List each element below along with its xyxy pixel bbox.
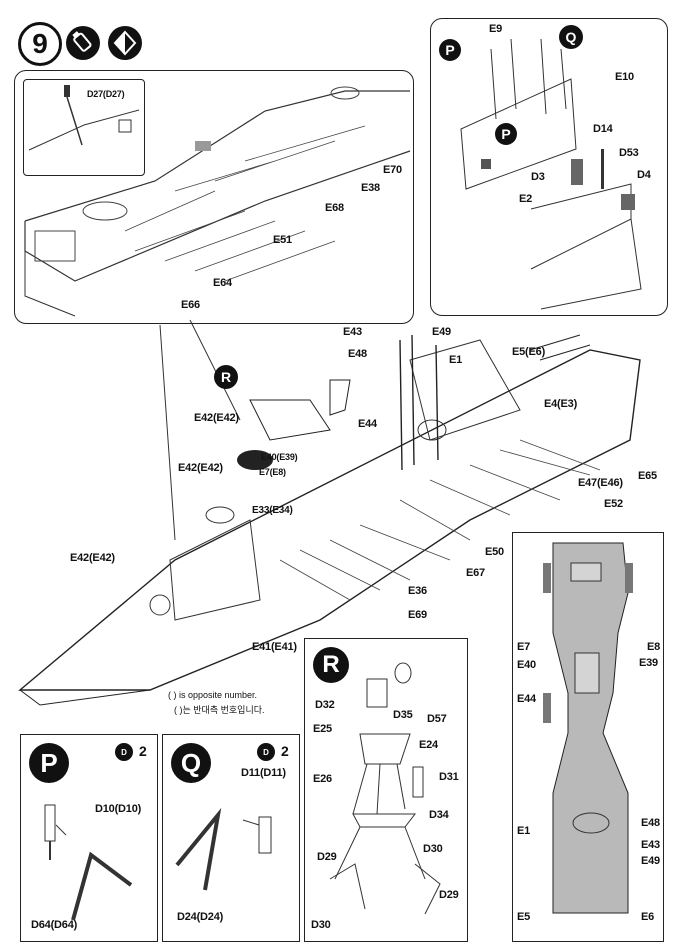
label-e10: E10 xyxy=(615,71,634,83)
label-e66: E66 xyxy=(181,299,200,311)
decal-sheet-icon: D xyxy=(257,743,275,761)
label-e5e6: E5(E6) xyxy=(512,346,546,358)
label-d30-a: D30 xyxy=(423,843,443,855)
label-d64: D64(D64) xyxy=(31,919,78,931)
label-e38: E38 xyxy=(361,182,380,194)
deck-label-e8: E8 xyxy=(647,641,661,653)
label-d4: D4 xyxy=(637,169,651,181)
quantity-q: 2 xyxy=(281,743,289,759)
label-e4e3: E4(E3) xyxy=(544,398,578,410)
label-e26: E26 xyxy=(313,773,332,785)
label-e44: E44 xyxy=(358,418,377,430)
label-d31: D31 xyxy=(439,771,459,783)
inset-q: Q D 2 D11(D11) D24(D24) xyxy=(162,734,300,942)
paint-icon xyxy=(108,26,142,60)
deck-plan-drawing xyxy=(543,542,633,914)
label-e40e39: E40(E39) xyxy=(261,452,298,462)
label-d53: D53 xyxy=(619,147,639,159)
callout-q-title: Q xyxy=(171,743,211,783)
callout-q-top: Q xyxy=(559,25,583,49)
inset-superstructure: D27(D27) E70 E38 E68 E51 E64 E66 xyxy=(14,70,414,324)
label-e69: E69 xyxy=(408,609,427,621)
label-e51: E51 xyxy=(273,234,292,246)
callout-p-mid: P xyxy=(495,123,517,145)
label-e9: E9 xyxy=(489,23,503,35)
callout-p-top: P xyxy=(439,39,461,61)
part-q-drawing xyxy=(175,807,272,891)
label-e36: E36 xyxy=(408,585,427,597)
label-e52: E52 xyxy=(604,498,623,510)
step-number: 9 xyxy=(18,22,62,66)
label-e24: E24 xyxy=(419,739,438,751)
deck-label-e6: E6 xyxy=(641,911,655,923)
bridge-drawing xyxy=(460,38,642,310)
legend-english: ( ) is opposite number. xyxy=(168,690,258,700)
label-e70: E70 xyxy=(383,164,402,176)
label-e7e8: E7(E8) xyxy=(259,467,286,477)
inset-r-radar: R D32 D35 D57 E25 E24 E26 D31 D34 D29 D3… xyxy=(304,638,468,942)
inset-p: P D 2 D10(D10) D64(D64) xyxy=(20,734,158,942)
deck-label-e49: E49 xyxy=(641,855,660,867)
label-d10: D10(D10) xyxy=(95,803,142,815)
detail-box-d27 xyxy=(23,79,145,176)
label-e47e46: E47(E46) xyxy=(578,477,623,489)
label-e49: E49 xyxy=(432,326,451,338)
label-d30-b: D30 xyxy=(311,919,331,931)
callout-r-title: R xyxy=(313,647,349,683)
label-e43: E43 xyxy=(343,326,362,338)
deck-label-e43: E43 xyxy=(641,839,660,851)
label-e41e41: E41(E41) xyxy=(252,641,297,653)
label-d14: D14 xyxy=(593,123,613,135)
label-d27: D27(D27) xyxy=(87,89,125,99)
label-e42-b: E42(E42) xyxy=(178,462,223,474)
label-e33e34: E33(E34) xyxy=(252,505,293,516)
callout-p-title: P xyxy=(29,743,69,783)
deck-label-e5: E5 xyxy=(517,911,531,923)
label-e42-a: E42(E42) xyxy=(194,412,239,424)
label-d57: D57 xyxy=(427,713,447,725)
label-e50: E50 xyxy=(485,546,504,558)
deck-label-e48: E48 xyxy=(641,817,660,829)
part-p-drawing xyxy=(44,804,133,921)
quantity-p: 2 xyxy=(139,743,147,759)
label-e67: E67 xyxy=(466,567,485,579)
deck-label-e44: E44 xyxy=(517,693,536,705)
label-d24: D24(D24) xyxy=(177,911,224,923)
label-e2: E2 xyxy=(519,193,533,205)
label-e65: E65 xyxy=(638,470,657,482)
label-d32: D32 xyxy=(315,699,335,711)
label-d29-b: D29 xyxy=(439,889,459,901)
label-d34: D34 xyxy=(429,809,449,821)
deck-label-e39: E39 xyxy=(639,657,658,669)
label-e68: E68 xyxy=(325,202,344,214)
deck-label-e40: E40 xyxy=(517,659,536,671)
deck-label-e7: E7 xyxy=(517,641,531,653)
label-d11: D11(D11) xyxy=(241,767,286,779)
label-d3: D3 xyxy=(531,171,545,183)
label-e1: E1 xyxy=(449,354,463,366)
inset-deck-plan: E7 E8 E40 E39 E44 E1 E48 E43 E49 E5 E6 xyxy=(512,532,664,942)
label-e25: E25 xyxy=(313,723,332,735)
decal-sheet-icon: D xyxy=(115,743,133,761)
deck-label-e1: E1 xyxy=(517,825,531,837)
glue-icon xyxy=(66,26,100,60)
label-e42-c: E42(E42) xyxy=(70,552,115,564)
label-d29-a: D29 xyxy=(317,851,337,863)
legend-korean: ( )는 반대측 번호입니다. xyxy=(174,705,265,715)
callout-r: R xyxy=(214,365,238,389)
inset-bridge: P Q P E9 E10 D14 D53 D3 D4 E2 xyxy=(430,18,668,316)
label-e64: E64 xyxy=(213,277,232,289)
radar-mast-drawing xyxy=(329,662,441,915)
label-e48: E48 xyxy=(348,348,367,360)
label-d35: D35 xyxy=(393,709,413,721)
